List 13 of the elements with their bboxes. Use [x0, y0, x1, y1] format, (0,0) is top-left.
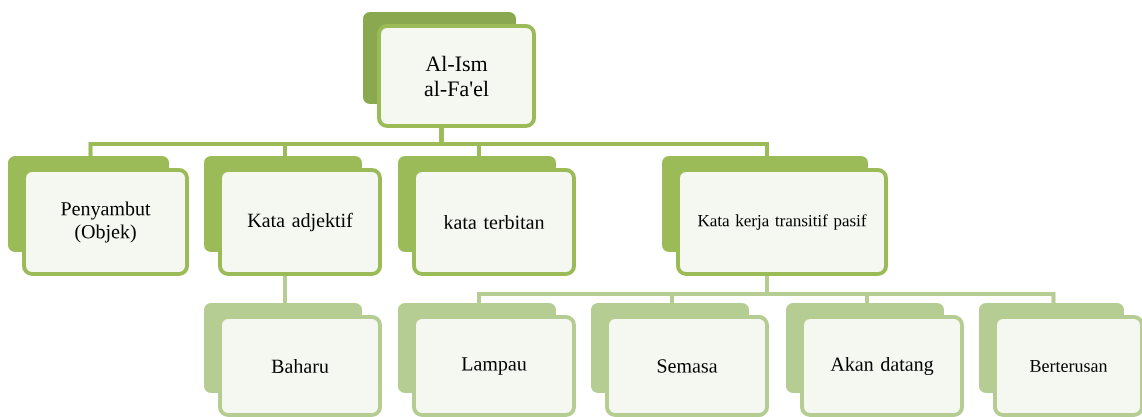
connector-line: [283, 276, 287, 303]
connector-line: [765, 276, 1056, 303]
org-chart-box: Kata kerja transitif pasif: [662, 156, 888, 276]
org-chart-box: Berterusan: [979, 303, 1142, 417]
org-chart-box: Baharu: [204, 303, 382, 417]
org-chart-box: Akan datang: [786, 303, 964, 417]
connector-line: [439, 128, 769, 156]
org-chart-box: kata terbitan: [398, 156, 576, 276]
org-chart-box: Lampau: [398, 303, 576, 417]
org-chart-box: Kata adjektif: [204, 156, 382, 276]
org-chart-box: Semasa: [591, 303, 769, 417]
org-chart-box: Al-Ism al-Fa'el: [363, 12, 536, 128]
org-chart-box: Penyambut (Objek): [8, 156, 189, 276]
